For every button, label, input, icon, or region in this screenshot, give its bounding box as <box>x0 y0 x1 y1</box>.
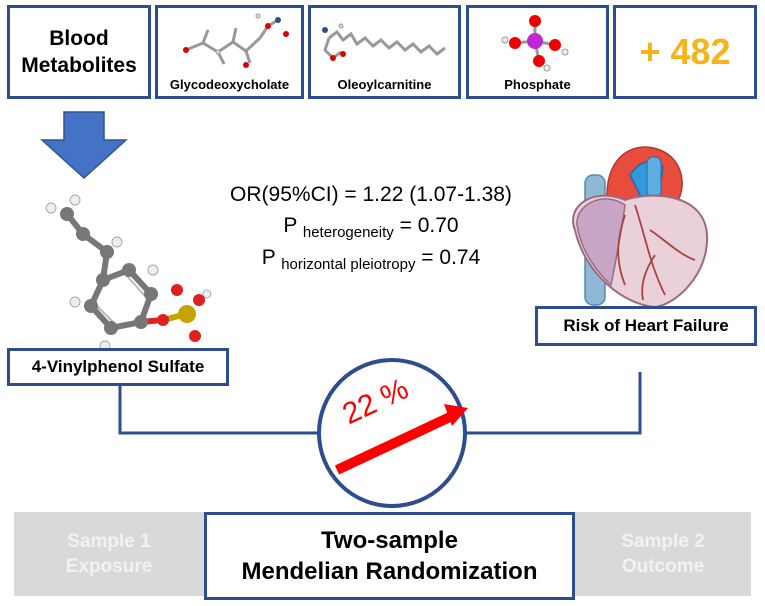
oleoylcarnitine-label: Oleoylcarnitine <box>337 77 432 92</box>
phosphate-molecule-icon <box>501 15 569 72</box>
sample-1-title: Sample 1 <box>67 531 151 552</box>
p-heterogeneity-subscript: heterogeneity <box>302 224 394 241</box>
oleoylcarnitine-molecule-icon <box>322 23 446 61</box>
method-box: Two-sample Mendelian Randomization <box>204 512 575 600</box>
metabolite-card-phosphate: Phosphate <box>466 5 609 99</box>
p-pleiotropy-text: P horizontal pleiotropy = 0.74 <box>191 246 551 273</box>
vinylphenol-sulfate-molecule-icon <box>45 194 212 352</box>
sample-1-box: Sample 1 Exposure <box>14 512 204 596</box>
blood-metabolites-label: Blood Metabolites <box>21 27 137 77</box>
p-pleiotropy-prefix: P <box>261 246 276 269</box>
sample-2-subtitle: Outcome <box>621 556 705 577</box>
p-heterogeneity-text: P heterogeneity = 0.70 <box>191 214 551 241</box>
more-metabolites-box: + 482 <box>613 5 757 99</box>
odds-ratio-text: OR(95%CI) = 1.22 (1.07-1.38) <box>230 183 512 206</box>
exposure-label: 4-Vinylphenol Sulfate <box>31 357 205 376</box>
method-title-line1: Two-sample <box>321 527 458 554</box>
p-pleiotropy-subscript: horizontal pleiotropy <box>281 256 416 273</box>
glycodeoxycholate-label: Glycodeoxycholate <box>169 77 290 92</box>
more-metabolites-count: + 482 <box>639 31 731 72</box>
sample-2-title: Sample 2 <box>621 531 705 552</box>
glycodeoxycholate-molecule-icon <box>183 13 289 68</box>
sample-2-box: Sample 2 Outcome <box>575 512 751 596</box>
p-pleiotropy-value: = 0.74 <box>415 246 481 269</box>
exposure-box: 4-Vinylphenol Sulfate <box>7 348 229 386</box>
phosphate-label: Phosphate <box>504 77 571 92</box>
metabolite-card-oleoylcarnitine: Oleoylcarnitine <box>308 5 461 99</box>
heart-icon <box>572 146 709 309</box>
p-heterogeneity-value: = 0.70 <box>393 214 459 237</box>
sample-1-subtitle: Exposure <box>65 556 153 577</box>
outcome-label: Risk of Heart Failure <box>563 316 729 335</box>
method-title-line2: Mendelian Randomization <box>241 558 538 585</box>
metabolite-card-glycodeoxycholate: Glycodeoxycholate <box>155 5 304 99</box>
down-arrow-icon <box>40 111 128 180</box>
outcome-box: Risk of Heart Failure <box>535 306 757 346</box>
blood-metabolites-box: Blood Metabolites <box>7 5 151 99</box>
p-heterogeneity-prefix: P <box>283 214 298 237</box>
